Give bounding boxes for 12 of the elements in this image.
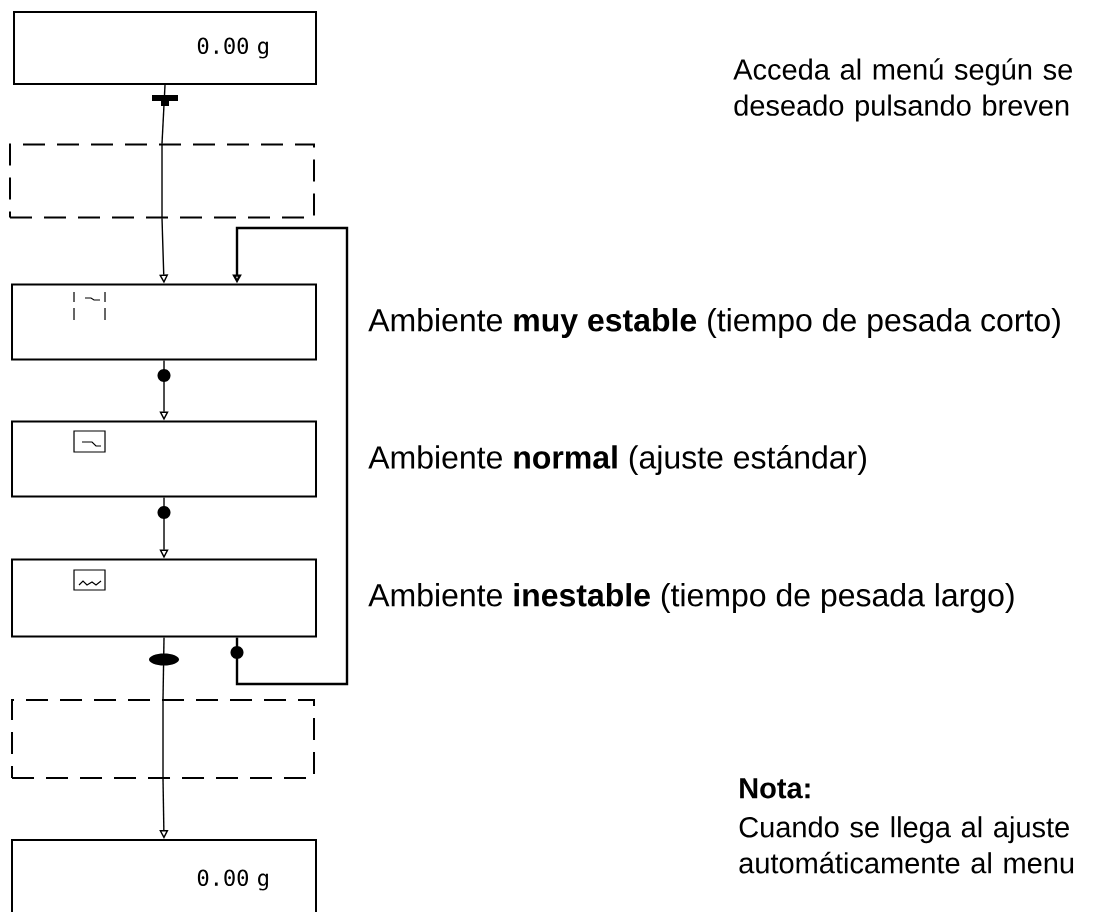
description-text: Ambiente inestable (tiempo de pesada largo) [368, 583, 1014, 613]
instruction-text: Cuando se llega al ajuste automáticamente al menu [739, 816, 1074, 874]
arrow [230, 226, 349, 686]
note-heading: Nota: [740, 778, 810, 799]
display-box: 0.00 g [11, 839, 317, 912]
arrow [149, 636, 179, 700]
description-text: Ambiente normal (ajuste estándar) [368, 444, 866, 476]
arrow [159, 778, 169, 839]
instruction-text: Acceda al menú según se deseado pulsando breven [733, 58, 1072, 122]
description-text: Ambiente muy estable (tiempo de pesada corto) [368, 308, 1060, 338]
display-box: 0.00 g [13, 11, 317, 85]
arrow [152, 84, 178, 145]
